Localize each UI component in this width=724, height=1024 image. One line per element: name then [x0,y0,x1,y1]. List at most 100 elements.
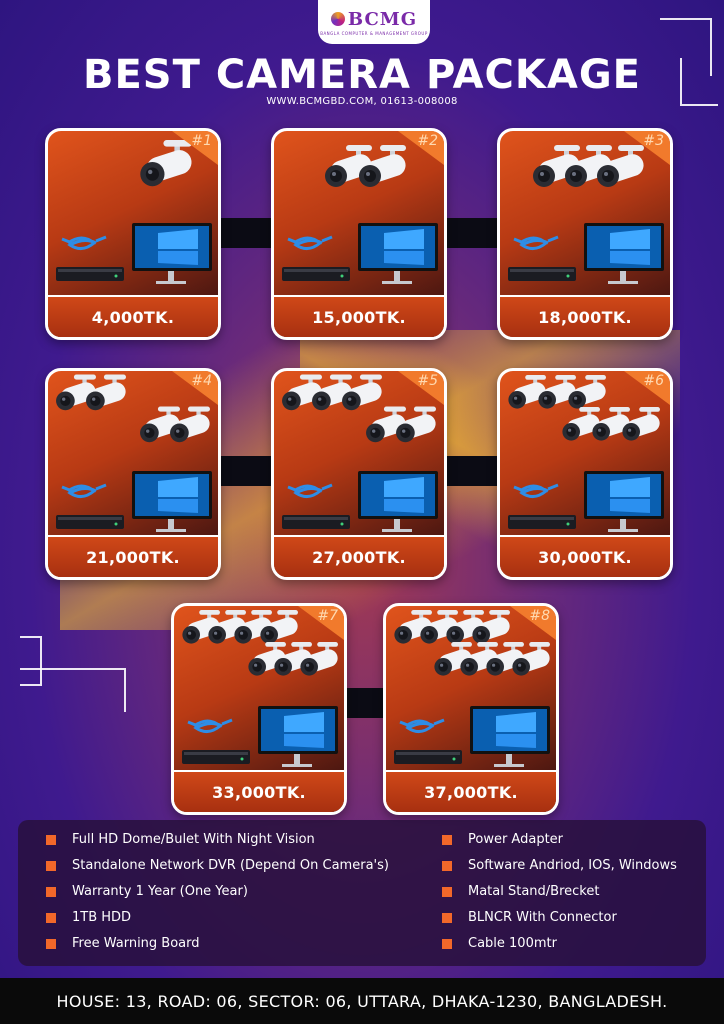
connector-bar [215,218,275,248]
camera-icon [508,375,546,409]
camera-icon [592,407,630,441]
dvr-icon [56,267,124,281]
camera-icon [472,610,510,644]
package-card[interactable]: #7 33,000TK. [171,603,347,815]
dvr-icon [508,515,576,529]
camera-icon [622,407,660,441]
bullet-icon [442,834,452,845]
cable-icon [399,718,445,733]
bullet-icon [46,860,56,871]
dvr-icon [394,750,462,764]
feature-item: Standalone Network DVR (Depend On Camera… [46,858,389,873]
package-card[interactable]: #3 18,000TK. [497,128,673,340]
bullet-icon [442,912,452,923]
cable-icon [61,483,107,498]
cable-icon [187,718,233,733]
brand-logo[interactable]: BCMG BANGLA COMPUTER & MANAGEMENT GROUP [318,0,430,44]
monitor-icon [258,706,338,767]
monitor-icon [584,471,664,532]
connector-bar [340,688,390,718]
feature-text: Power Adapter [468,832,564,847]
feature-item: Full HD Dome/Bulet With Night Vision [46,832,315,847]
feature-item: BLNCR With Connector [442,910,617,925]
package-price: 37,000TK. [386,770,556,812]
dvr-icon [508,267,576,281]
connector-bar [215,456,275,486]
badge-corner [398,131,444,165]
bullet-icon [442,860,452,871]
page-title: BEST CAMERA PACKAGE [82,52,642,98]
feature-text: 1TB HDD [72,910,132,925]
package-image [508,375,664,532]
camera-icon [396,406,436,443]
monitor-icon [132,223,212,284]
package-card[interactable]: #5 27,000TK. [271,368,447,580]
package-price: 27,000TK. [274,535,444,577]
feature-item: Power Adapter [442,832,563,847]
badge-corner [298,606,344,640]
camera-icon [342,374,382,411]
monitor-icon [470,706,550,767]
camera-icon [366,406,406,443]
package-card[interactable]: #2 15,000TK. [271,128,447,340]
package-price: 4,000TK. [48,295,218,337]
camera-icon [359,145,406,187]
feature-item: Matal Stand/Brecket [442,884,599,899]
monitor-icon [132,471,212,532]
cable-icon [61,235,107,250]
badge-corner [624,371,670,405]
package-image [282,145,438,284]
connector-bar [443,218,503,248]
package-badge: #8 [529,608,550,624]
package-card[interactable]: #4 21,000TK. [45,368,221,580]
footer-address: HOUSE: 13, ROAD: 06, SECTOR: 06, UTTARA,… [0,978,724,1024]
package-image [182,610,338,767]
badge-corner [510,606,556,640]
decor-frame [660,18,712,76]
logo-mark-icon [330,12,345,26]
cable-icon [513,235,559,250]
package-card[interactable]: #8 37,000TK. [383,603,559,815]
package-image [508,145,664,284]
package-price: 21,000TK. [48,535,218,577]
feature-item: Cable 100mtr [442,936,557,951]
dvr-icon [282,267,350,281]
package-badge: #7 [317,608,338,624]
bullet-icon [46,834,56,845]
camera-icon [538,375,576,409]
logo-subtext: BANGLA COMPUTER & MANAGEMENT GROUP [320,30,428,36]
feature-text: Full HD Dome/Bulet With Night Vision [72,832,315,847]
cable-icon [287,483,333,498]
bullet-icon [46,912,56,923]
badge-corner [172,131,218,165]
cable-icon [513,483,559,498]
badge-corner [398,371,444,405]
camera-icon [446,610,484,644]
bullet-icon [46,886,56,897]
monitor-icon [358,223,438,284]
package-badge: #1 [191,133,212,149]
package-badge: #3 [643,133,664,149]
package-price: 30,000TK. [500,535,670,577]
package-card[interactable]: #6 30,000TK. [497,368,673,580]
package-badge: #4 [191,373,212,389]
feature-text: Cable 100mtr [468,936,557,951]
monitor-icon [584,223,664,284]
package-price: 15,000TK. [274,295,444,337]
camera-icon [260,610,298,644]
feature-text: Software Andriod, IOS, Windows [468,858,677,873]
package-image [394,610,550,767]
feature-item: Software Andriod, IOS, Windows [442,858,677,873]
package-image [56,374,212,532]
dvr-icon [182,750,250,764]
feature-text: Standalone Network DVR (Depend On Camera… [72,858,389,873]
package-badge: #6 [643,373,664,389]
bullet-icon [46,938,56,949]
camera-icon [486,642,524,676]
cable-icon [287,235,333,250]
dvr-icon [282,515,350,529]
feature-text: Free Warning Board [72,936,200,951]
package-card[interactable]: #1 4,000TK. [45,128,221,340]
camera-icon [170,406,210,443]
